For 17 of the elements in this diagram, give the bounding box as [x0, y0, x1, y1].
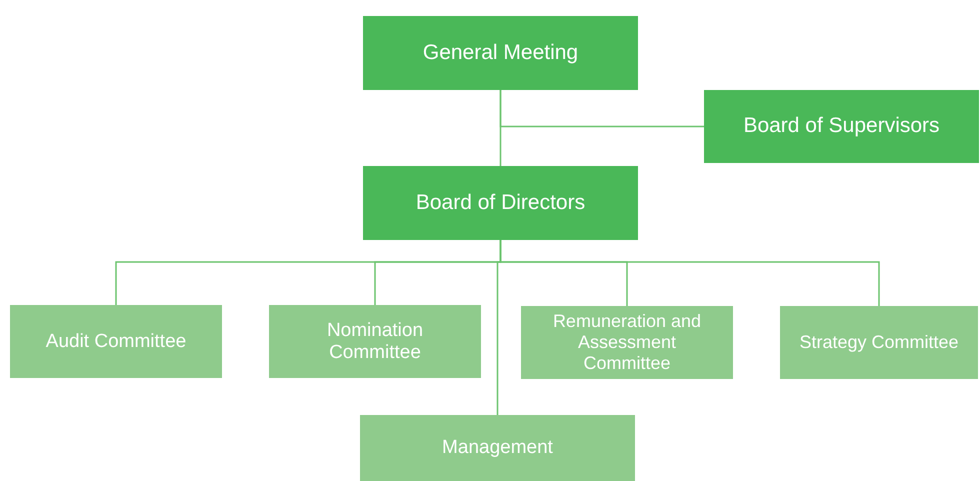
unit-name: Board of Directors — [416, 190, 586, 216]
org-box — [704, 90, 979, 163]
unit-name: General Meeting — [422, 40, 578, 66]
org-box — [363, 166, 638, 240]
unit-name: Strategy Committee — [799, 332, 959, 353]
unit-name: Management — [442, 437, 553, 459]
org-box — [363, 16, 638, 90]
org-box — [521, 306, 733, 379]
unit-name: Board of Supervisors — [743, 114, 940, 139]
unit-name: Nomination Committee — [326, 320, 424, 364]
org-box — [360, 415, 635, 481]
org-box — [269, 305, 481, 378]
org-box — [10, 305, 222, 378]
connector-line — [500, 90, 704, 128]
org-box — [780, 306, 978, 379]
unit-name: Audit Committee — [46, 330, 186, 352]
unit-name: Remuneration and Assessment Committee — [552, 311, 702, 374]
